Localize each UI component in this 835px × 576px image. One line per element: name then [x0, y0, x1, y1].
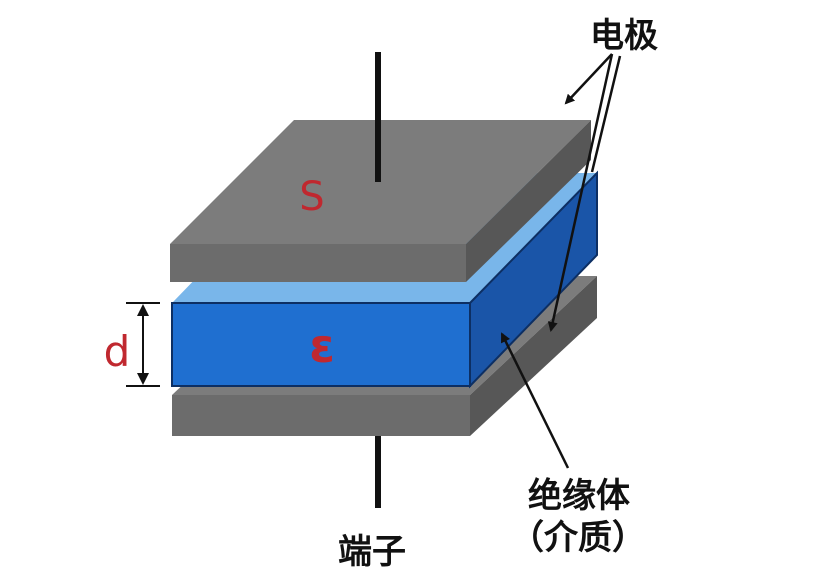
dielectric-label: （介质） [510, 518, 646, 558]
electrode-arrow-top [564, 53, 613, 105]
area-symbol: S [299, 174, 324, 220]
top-plate-front-face [170, 244, 466, 282]
dimension-arrow-down [137, 373, 149, 385]
dimension-arrow-up [137, 304, 149, 316]
electrode-arrow-edge [590, 55, 622, 173]
electrode-label: 电极 [590, 16, 658, 56]
terminal-label: 端子 [338, 532, 406, 572]
top-plate-side-face [466, 120, 591, 282]
bottom-plate-front-face [172, 395, 470, 436]
bottom-plate-side-face [470, 276, 597, 436]
permittivity-symbol: ε [309, 319, 335, 373]
electrode-arrow-bottom [547, 53, 614, 332]
insulator-label: 绝缘体 [528, 476, 630, 516]
distance-dimension [126, 302, 160, 387]
distance-symbol: d [104, 327, 131, 376]
insulator-arrow [500, 332, 570, 469]
